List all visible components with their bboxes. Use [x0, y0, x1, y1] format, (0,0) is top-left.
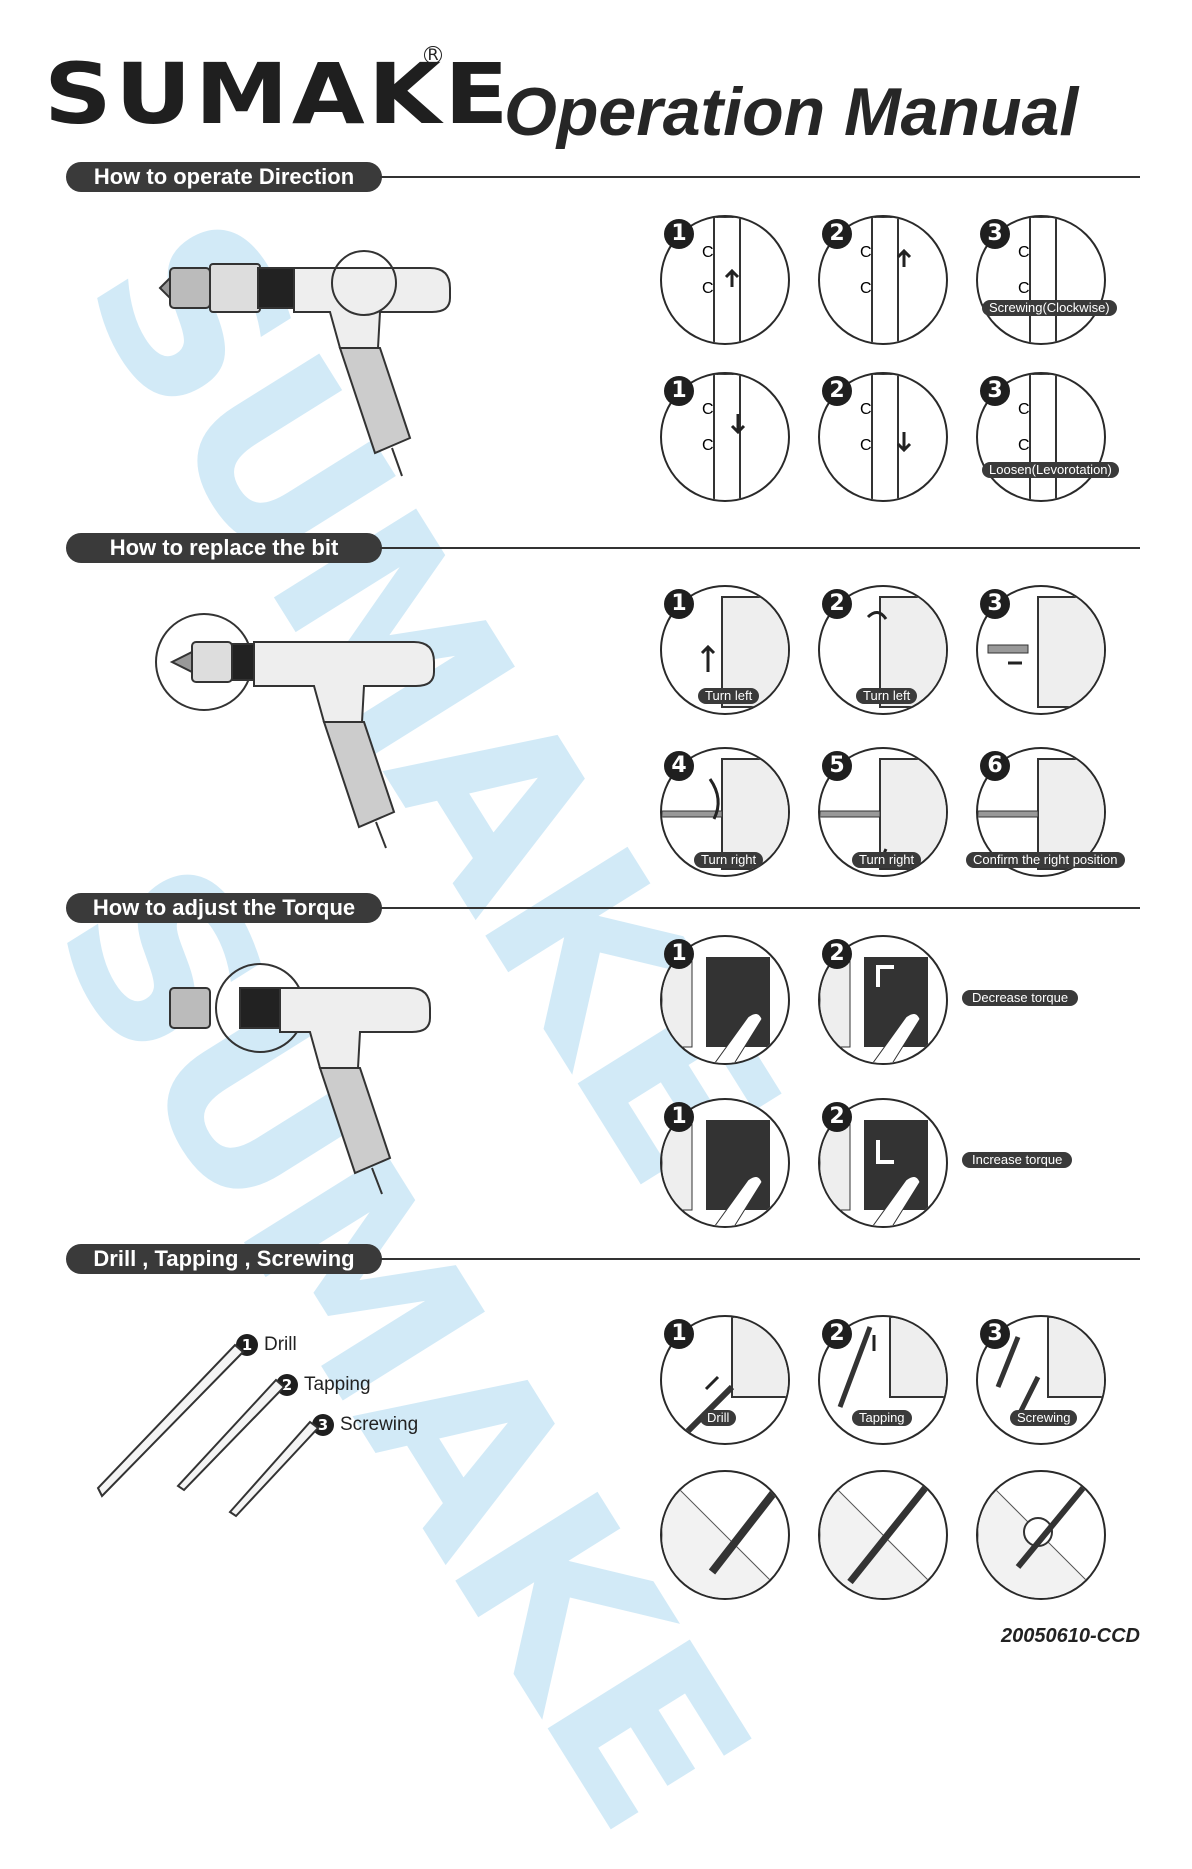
bit-name: Tapping — [304, 1374, 371, 1396]
step-number: 1 — [664, 1319, 694, 1349]
step-number: 6 — [980, 751, 1010, 781]
svg-text:C: C — [860, 244, 872, 261]
svg-text:C: C — [1018, 401, 1030, 418]
step-number: 1 — [664, 376, 694, 406]
step-caption: Turn left — [856, 688, 918, 704]
replace-step-circle — [818, 747, 948, 877]
step-number: 4 — [664, 751, 694, 781]
decrease-torque-label: Decrease torque — [962, 990, 1079, 1006]
bit-number: 3 — [312, 1414, 334, 1436]
step-number: 2 — [822, 939, 852, 969]
step-number: 3 — [980, 376, 1010, 406]
page-title: Operation Manual — [504, 74, 1079, 150]
torque-step-circle — [660, 935, 790, 1065]
drill-result-circle — [660, 1470, 790, 1600]
bit-name: Drill — [264, 1334, 297, 1356]
step-number: 2 — [822, 1102, 852, 1132]
svg-text:C: C — [860, 401, 872, 418]
tool-illustration-replace — [155, 613, 435, 849]
step-caption: Drill — [700, 1410, 737, 1426]
section-title-replace-bit: How to replace the bit — [66, 533, 382, 563]
svg-text:C: C — [1018, 437, 1030, 454]
section-title-direction: How to operate Direction — [66, 162, 382, 192]
svg-text:C: C — [860, 437, 872, 454]
torque-step-circle — [660, 1098, 790, 1228]
step-caption: Turn left — [698, 688, 760, 704]
svg-text:C: C — [702, 437, 714, 454]
section-title-drill: Drill , Tapping , Screwing — [66, 1244, 382, 1274]
bits-illustration — [96, 1343, 320, 1518]
section-divider — [380, 1258, 1140, 1260]
step-caption: Loosen(Levorotation) — [982, 462, 1119, 478]
step-number: 5 — [822, 751, 852, 781]
step-number: 1 — [664, 219, 694, 249]
step-number: 1 — [664, 939, 694, 969]
section-divider — [380, 907, 1140, 909]
tool-illustration-direction — [158, 250, 451, 477]
document-code: 20050610-CCD — [1001, 1625, 1140, 1647]
step-number: 1 — [664, 1102, 694, 1132]
step-number: 3 — [980, 589, 1010, 619]
step-caption: Turn right — [852, 852, 922, 868]
svg-text:C: C — [702, 244, 714, 261]
section-divider — [380, 547, 1140, 549]
bit-name: Screwing — [340, 1414, 419, 1436]
step-caption: Turn right — [694, 852, 764, 868]
step-number: 2 — [822, 219, 852, 249]
step-number: 2 — [822, 1319, 852, 1349]
step-number: 3 — [980, 219, 1010, 249]
step-number: 2 — [822, 376, 852, 406]
screwing-result-circle — [976, 1470, 1106, 1600]
step-caption: Screwing(Clockwise) — [982, 300, 1117, 316]
svg-text:C: C — [1018, 244, 1030, 261]
step-number: 2 — [822, 589, 852, 619]
increase-torque-label: Increase torque — [962, 1152, 1073, 1168]
step-number: 1 — [664, 589, 694, 619]
step-caption: Confirm the right position — [966, 852, 1125, 868]
tool-illustration-torque — [169, 963, 431, 1195]
step-caption: Tapping — [852, 1410, 912, 1426]
svg-text:C: C — [860, 280, 872, 297]
brand-logo: SUMAKE — [44, 45, 512, 143]
svg-text:C: C — [1018, 280, 1030, 297]
step-caption: Screwing — [1010, 1410, 1078, 1426]
bit-label-screwing: 3 Screwing — [312, 1414, 418, 1436]
svg-text:C: C — [702, 280, 714, 297]
svg-text:C: C — [702, 401, 714, 418]
section-title-torque: How to adjust the Torque — [66, 893, 382, 923]
tapping-result-circle — [818, 1470, 948, 1600]
step-number: 3 — [980, 1319, 1010, 1349]
section-divider — [380, 176, 1140, 178]
registered-mark: R — [424, 46, 442, 64]
